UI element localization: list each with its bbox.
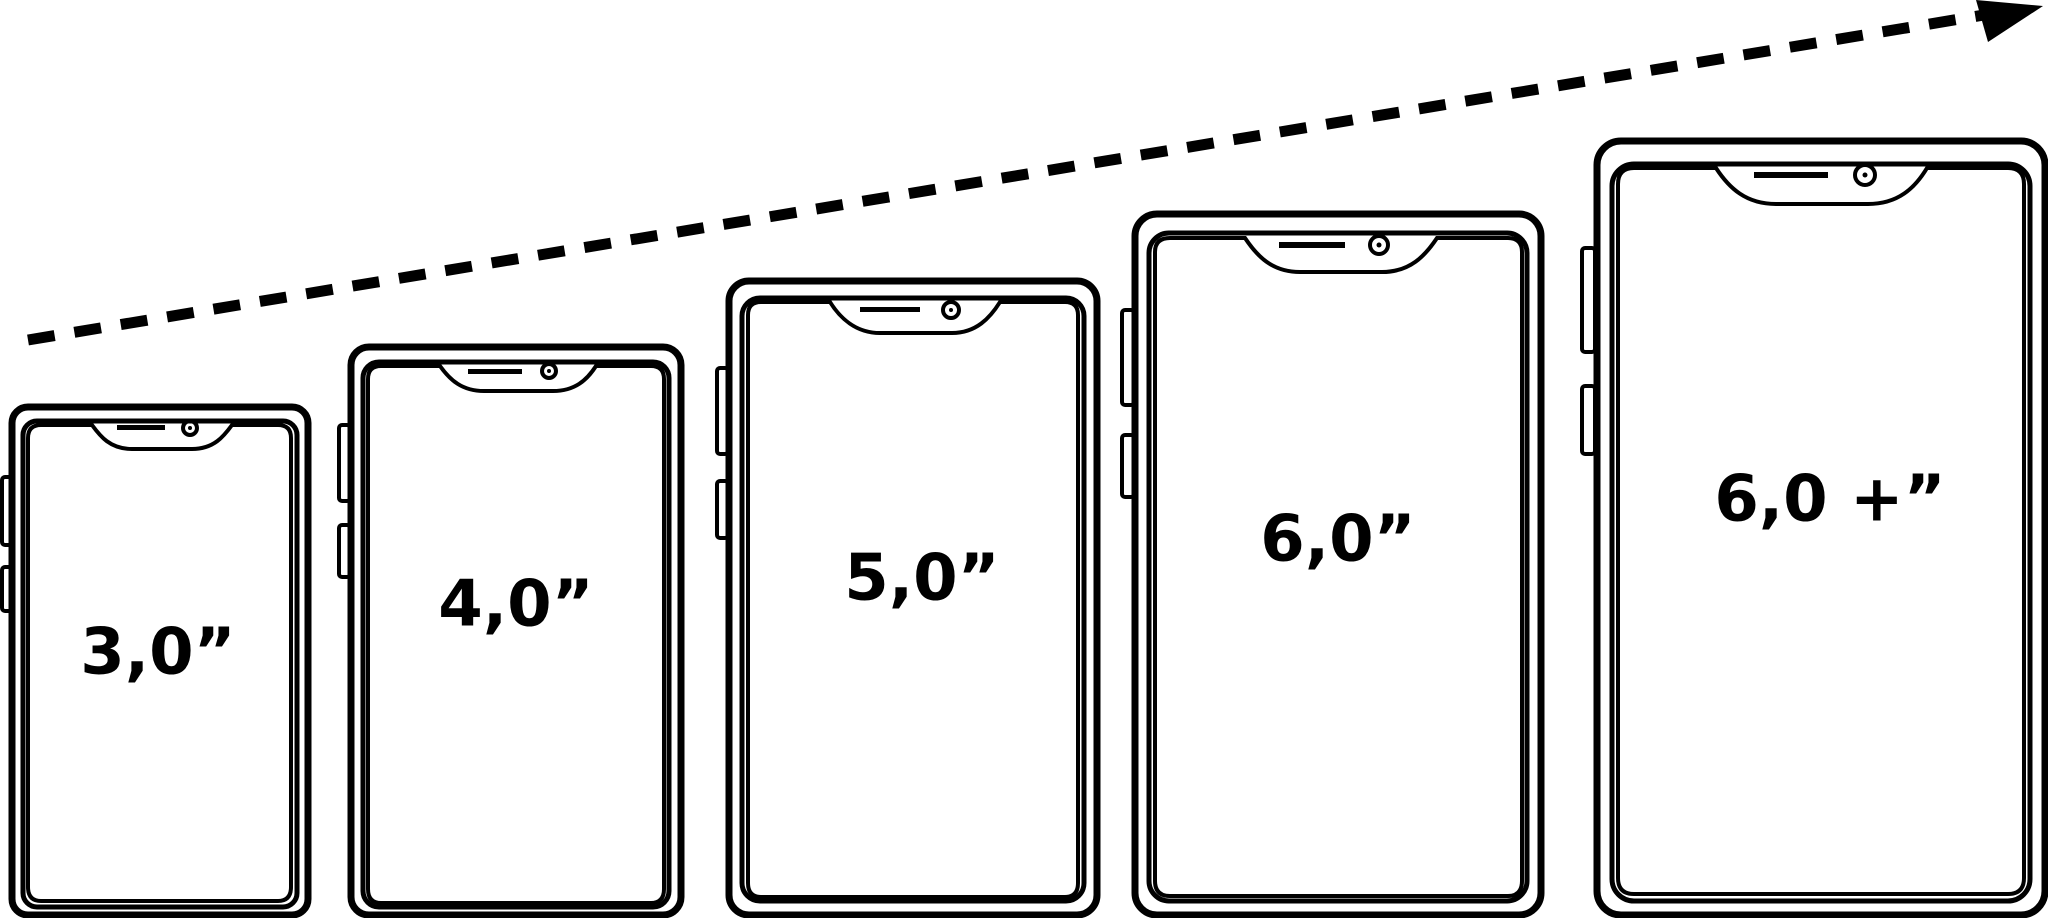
phone-5-0: 5,0” [715, 277, 1101, 918]
side-button-upper [715, 366, 730, 456]
side-button-upper [1120, 308, 1136, 407]
speaker-icon [468, 369, 522, 374]
size-label: 6,0 +” [1714, 463, 1945, 537]
camera-icon [1853, 163, 1877, 187]
phone-6-0: 6,0” [1120, 210, 1545, 918]
camera-icon [540, 362, 558, 380]
side-button-lower [1580, 384, 1597, 456]
side-button-lower [1120, 433, 1136, 499]
speaker-icon [1754, 172, 1828, 178]
phone-body [1593, 137, 2048, 918]
phone-4-0: 4,0” [337, 343, 685, 918]
phone-body [8, 403, 312, 918]
camera-lens-icon [188, 426, 192, 430]
side-button-lower [337, 523, 352, 579]
size-label: 3,0” [80, 616, 235, 690]
phone-frame [739, 295, 1087, 904]
side-button-upper [1580, 246, 1597, 354]
camera-lens-icon [1376, 242, 1382, 248]
side-button-lower [715, 479, 730, 540]
phone-body [1131, 210, 1545, 918]
camera-icon [181, 419, 199, 437]
phone-frame [1609, 161, 2033, 904]
camera-icon [1368, 234, 1390, 256]
camera-lens-icon [949, 308, 953, 312]
phone-screen [26, 423, 293, 903]
phone-body [347, 343, 685, 918]
camera-icon [941, 300, 961, 320]
growth-arrow [27, 0, 2043, 346]
speaker-icon [860, 307, 920, 312]
side-button-upper [337, 423, 352, 503]
phone-frame [1146, 230, 1530, 904]
camera-lens-icon [1862, 172, 1868, 178]
phone-frame [20, 418, 300, 910]
phone-frame [360, 359, 672, 910]
phone-3-0: 3,0” [0, 403, 312, 918]
phone-body [725, 277, 1101, 918]
phone-6-0-plus: 6,0 +” [1580, 137, 2048, 918]
speaker-icon [117, 425, 165, 430]
phone-screen [746, 300, 1080, 899]
size-label: 5,0” [844, 542, 999, 616]
size-label: 6,0” [1260, 503, 1415, 577]
arrow-head-icon [1976, 0, 2043, 42]
camera-lens-icon [547, 369, 551, 373]
phone-screen [1616, 166, 2026, 896]
phone-screen [366, 364, 666, 905]
side-button-lower [0, 565, 14, 613]
growth-arrow-dashed-line [27, 8, 1991, 346]
side-button-upper [0, 475, 14, 547]
phone-screen [1153, 236, 1524, 898]
size-label: 4,0” [438, 568, 593, 642]
speaker-icon [1279, 242, 1345, 248]
